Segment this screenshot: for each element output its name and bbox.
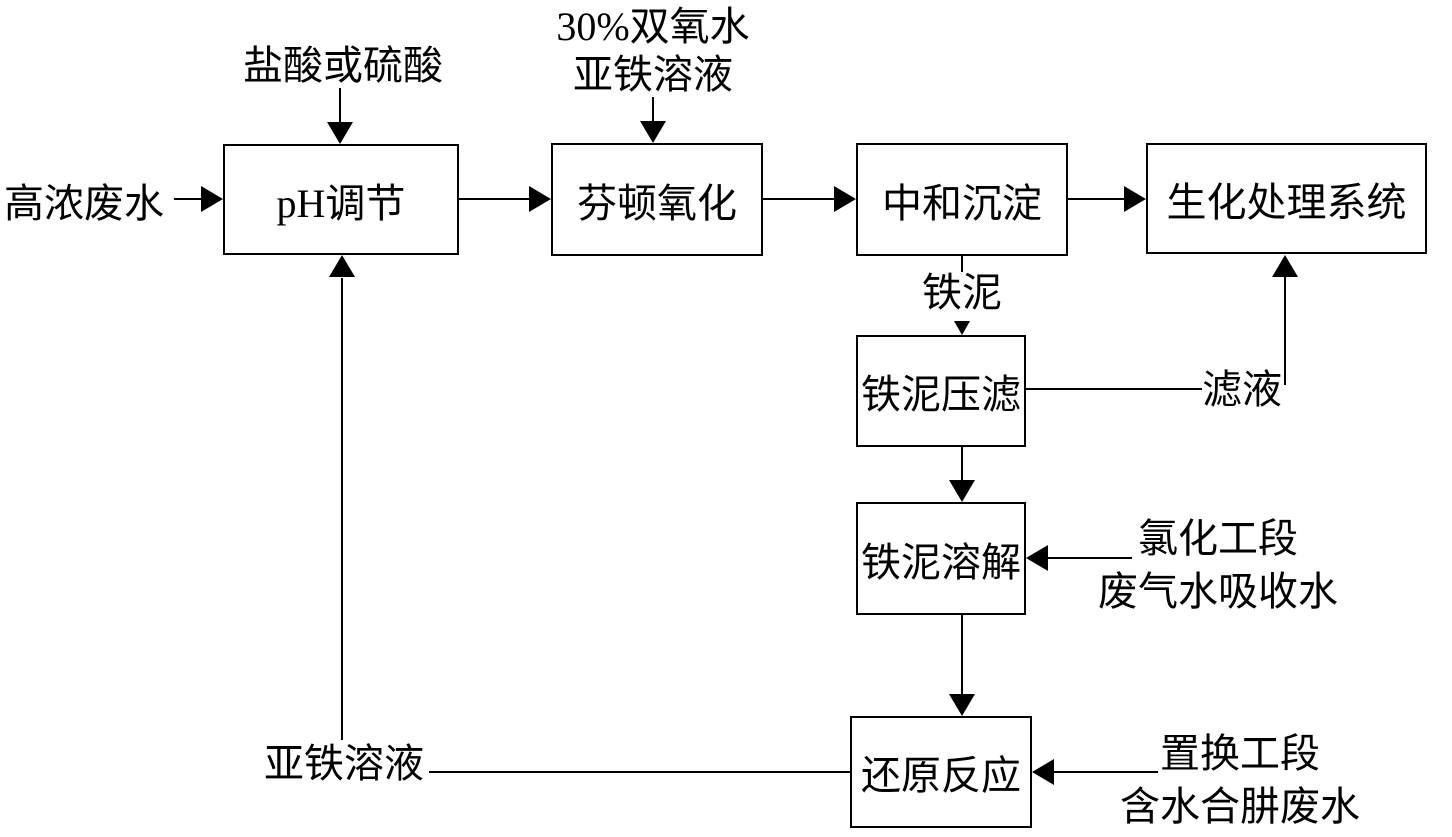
node-biochemical-treatment-system: 生化处理系统 [1146,143,1427,254]
connector-filtrate-to-biochemical [1284,277,1286,385]
label-iron-sludge: 铁泥 [922,270,1002,315]
node-reduction-reaction-label: 还原反应 [861,753,1021,798]
arrowhead-dissolution-to-reduction [949,694,975,716]
label-ferrous-solution: 亚铁溶液 [264,741,424,786]
label-peroxide-ferrous: 30%双氧水 亚铁溶液 [545,3,761,99]
connector-influent-to-ph [174,198,202,200]
connector-neutralization-to-press-top [961,256,963,272]
connector-reduction-to-ferrous [429,771,850,773]
arrowhead-ph-to-fenton [529,186,551,212]
node-biochemical-treatment-system-label: 生化处理系统 [1166,179,1407,225]
node-iron-sludge-press-filter-label: 铁泥压滤 [861,372,1021,417]
connector-press-to-filtrate [1026,388,1202,390]
arrowhead-filtrate-to-biochemical [1272,255,1298,277]
node-reduction-reaction: 还原反应 [850,716,1032,828]
label-acid: 盐酸或硫酸 [243,43,443,88]
connector-replacement-to-reduction [1052,771,1158,773]
label-replacement-line2: 含水合肼废水 [1120,784,1360,829]
label-chlorination-line2: 废气水吸收水 [1098,569,1338,614]
arrowhead-sludge-to-press [954,321,970,335]
arrowhead-press-to-dissolution [949,480,975,502]
arrowhead-chlorination-to-dissolution [1026,545,1048,571]
connector-fenton-to-neutralization [763,198,834,200]
connector-ferrous-to-ph [341,278,343,740]
label-replacement-line1: 置换工段 [1160,731,1320,776]
node-ph-adjust-label: pH调节 [276,180,406,226]
connector-acid-to-ph [339,88,341,122]
arrowhead-fenton-to-neutralization [834,186,856,212]
label-chlorination-line1: 氯化工段 [1138,516,1298,561]
node-neutralization-precipitation-label: 中和沉淀 [882,180,1042,226]
label-peroxide-line2: 亚铁溶液 [573,52,733,97]
arrowhead-neutralization-to-biochemical [1124,186,1146,212]
label-peroxide-line1: 30%双氧水 [556,4,750,49]
node-iron-sludge-dissolution-label: 铁泥溶解 [861,539,1021,585]
arrowhead-ferrous-to-ph [329,255,355,277]
node-iron-sludge-dissolution: 铁泥溶解 [856,502,1026,615]
label-influent: 高浓废水 [4,181,164,226]
arrowhead-acid-to-ph [327,122,353,144]
node-iron-sludge-press-filter: 铁泥压滤 [856,335,1026,447]
arrowhead-replacement-to-reduction [1032,759,1054,785]
arrowhead-influent-to-ph [201,186,223,212]
label-chlorination: 氯化工段 废气水吸收水 [1098,512,1338,618]
connector-chlorination-to-dissolution [1048,557,1132,559]
connector-dissolution-to-reduction [961,615,963,694]
connector-neutralization-to-biochemical [1068,198,1124,200]
arrowhead-peroxide-to-fenton [640,121,666,143]
label-replacement: 置换工段 含水合肼废水 [1119,727,1361,833]
node-fenton-oxidation: 芬顿氧化 [551,143,763,256]
node-fenton-oxidation-label: 芬顿氧化 [577,180,737,226]
connector-peroxide-to-fenton [652,97,654,121]
node-neutralization-precipitation: 中和沉淀 [856,143,1068,256]
connector-ph-to-fenton [459,198,529,200]
connector-press-to-dissolution [961,447,963,480]
node-ph-adjust: pH调节 [223,144,459,255]
label-filtrate: 滤液 [1202,367,1282,412]
